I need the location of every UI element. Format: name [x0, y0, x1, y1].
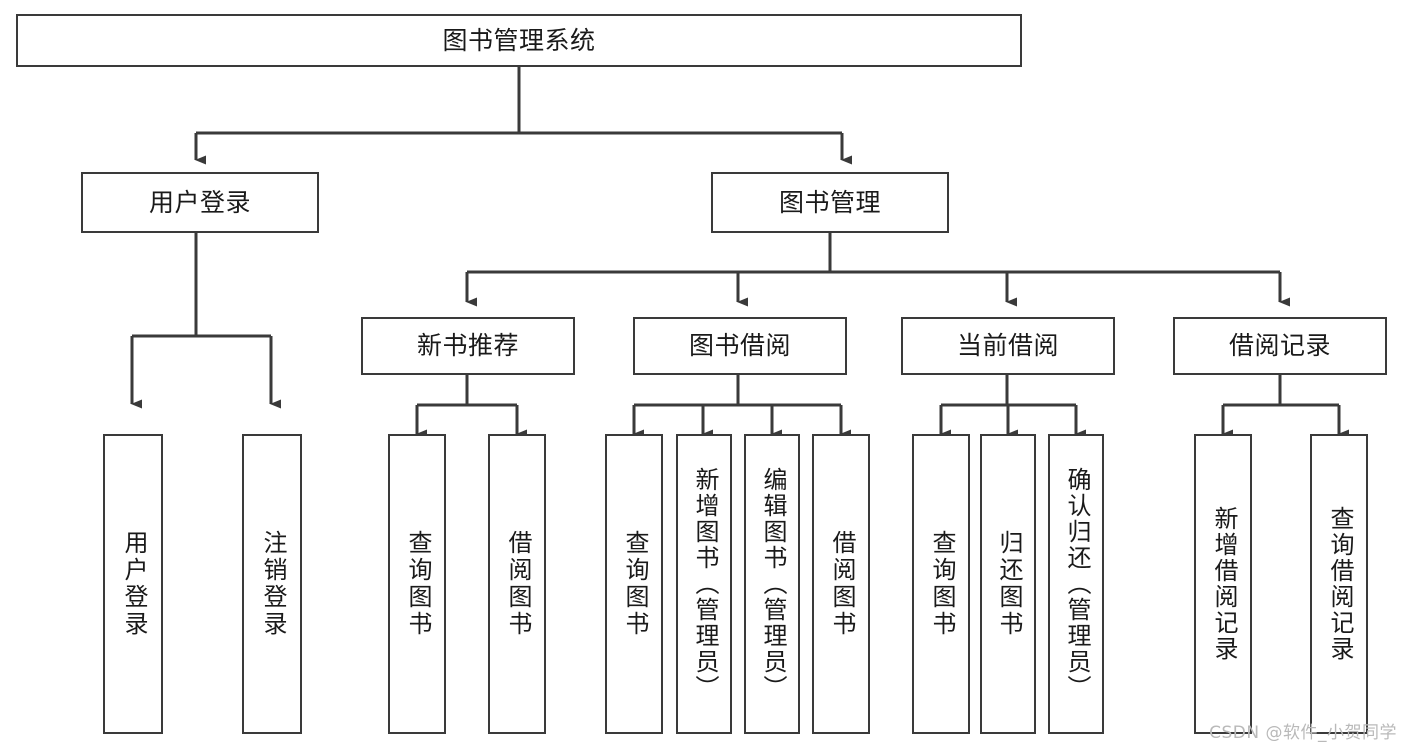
node-leaf-borrow-book-2[interactable]: 借阅图书: [812, 434, 870, 734]
node-label: 新增借阅记录: [1209, 506, 1238, 662]
node-leaf-user-login[interactable]: 用户登录: [103, 434, 163, 734]
node-label: 确认归还（管理员）: [1062, 467, 1091, 701]
csdn-watermark: CSDN @软件_小贺同学: [1209, 723, 1397, 743]
node-label: 查询图书: [927, 530, 956, 638]
node-label: 图书管理: [778, 187, 881, 217]
node-leaf-query-book-3[interactable]: 查询图书: [912, 434, 970, 734]
node-label: 用户登录: [148, 187, 251, 217]
node-current-borrow[interactable]: 当前借阅: [901, 317, 1115, 375]
node-root-book-management-system[interactable]: 图书管理系统: [16, 14, 1022, 67]
node-label: 查询图书: [620, 530, 649, 638]
node-label: 查询图书: [403, 530, 432, 638]
node-label: 当前借阅: [956, 331, 1059, 361]
node-label: 用户登录: [119, 530, 148, 638]
node-leaf-edit-book[interactable]: 编辑图书（管理员）: [744, 434, 800, 734]
node-leaf-borrow-book-1[interactable]: 借阅图书: [488, 434, 546, 734]
node-label: 图书借阅: [688, 331, 791, 361]
node-leaf-query-book-1[interactable]: 查询图书: [388, 434, 446, 734]
node-label: 借阅图书: [503, 530, 532, 638]
node-label: 归还图书: [994, 530, 1023, 638]
node-leaf-query-book-2[interactable]: 查询图书: [605, 434, 663, 734]
node-book-manage[interactable]: 图书管理: [711, 172, 949, 233]
node-leaf-confirm-return[interactable]: 确认归还（管理员）: [1048, 434, 1104, 734]
node-label: 图书管理系统: [442, 25, 596, 55]
node-label: 借阅记录: [1228, 331, 1331, 361]
node-book-borrow[interactable]: 图书借阅: [633, 317, 847, 375]
node-label: 借阅图书: [827, 530, 856, 638]
node-leaf-return-book[interactable]: 归还图书: [980, 434, 1036, 734]
node-new-book-recommend[interactable]: 新书推荐: [361, 317, 575, 375]
node-label: 查询借阅记录: [1325, 506, 1354, 662]
node-label: 注销登录: [258, 530, 287, 638]
node-label: 编辑图书（管理员）: [758, 467, 787, 701]
node-leaf-add-record[interactable]: 新增借阅记录: [1194, 434, 1252, 734]
node-leaf-query-record[interactable]: 查询借阅记录: [1310, 434, 1368, 734]
node-label: 新增图书（管理员）: [690, 467, 719, 701]
node-user-login[interactable]: 用户登录: [81, 172, 319, 233]
node-leaf-add-book[interactable]: 新增图书（管理员）: [676, 434, 732, 734]
node-borrow-record[interactable]: 借阅记录: [1173, 317, 1387, 375]
node-label: 新书推荐: [416, 331, 519, 361]
node-leaf-logout-login[interactable]: 注销登录: [242, 434, 302, 734]
